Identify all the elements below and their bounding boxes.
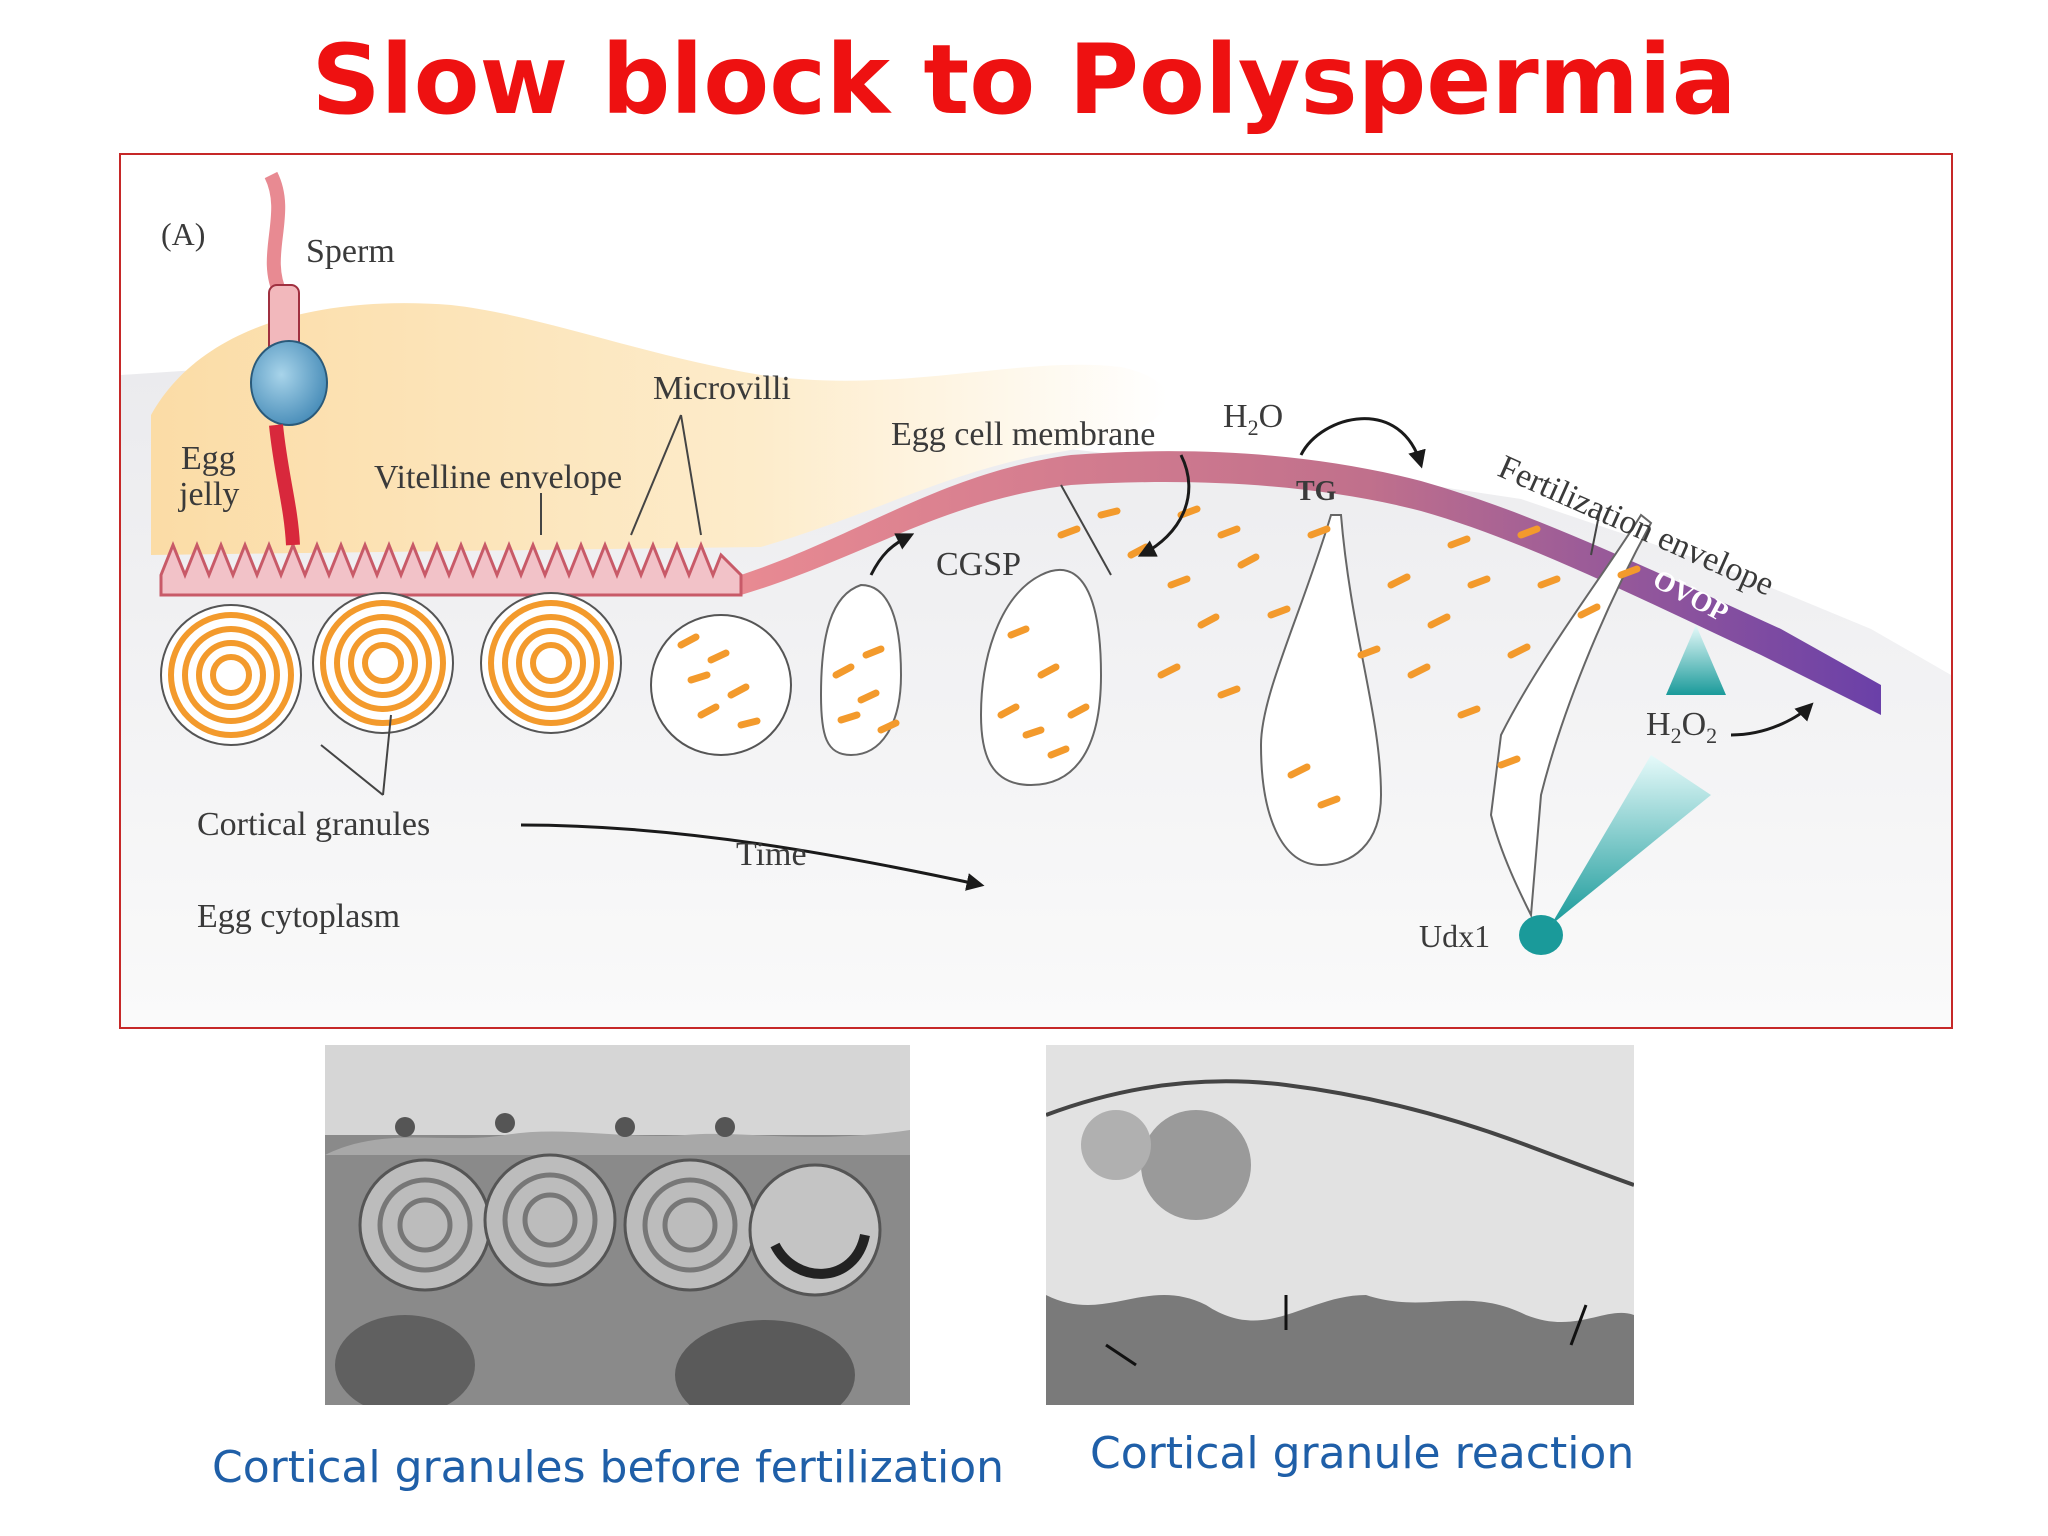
h2o2-production-cone xyxy=(1551,755,1711,925)
h2o2-label: H2O2 xyxy=(1646,706,1717,748)
time-label: Time xyxy=(736,836,807,873)
cortical-reaction-diagram: (A) Sperm Egg jelly Vitelline envelope M… xyxy=(119,153,1953,1029)
micrograph-cortical-granule-reaction xyxy=(1046,1045,1634,1405)
cgsp-arrow xyxy=(869,533,915,576)
caption-before-fertilization: Cortical granules before fertilization xyxy=(212,1442,1005,1493)
sperm-cell xyxy=(250,171,328,546)
slide-title: Slow block to Polyspermia xyxy=(311,24,1737,136)
fertilization-envelope xyxy=(741,451,1881,715)
leader-lines xyxy=(320,414,1602,796)
granule-contents xyxy=(677,505,1641,809)
micrograph-left-svg xyxy=(325,1045,910,1405)
micrograph-cortical-granules-before xyxy=(325,1045,910,1405)
vitelline-envelope-label: Vitelline envelope xyxy=(374,459,622,496)
tg-crosslink-arrow xyxy=(1299,417,1426,469)
cortical-granules-label: Cortical granules xyxy=(197,806,430,843)
sperm-label: Sperm xyxy=(306,233,395,270)
udx1-enzyme xyxy=(1519,915,1563,955)
egg-jelly xyxy=(151,303,1168,555)
h2o2-upward-cone xyxy=(1666,625,1726,695)
diagram-svg: (A) Sperm Egg jelly Vitelline envelope M… xyxy=(121,155,1951,1027)
micrograph-right-svg xyxy=(1046,1045,1634,1405)
egg-jelly-label-2: jelly xyxy=(178,476,239,513)
exocytosing-granules xyxy=(819,513,1653,919)
microvilli-row xyxy=(159,540,743,597)
panel-label: (A) xyxy=(161,216,205,252)
egg-cell-membrane-label: Egg cell membrane xyxy=(891,416,1155,453)
microvilli-label: Microvilli xyxy=(653,370,791,407)
udx1-label: Udx1 xyxy=(1419,918,1490,954)
tg-label: TG xyxy=(1296,476,1337,507)
caption-cortical-granule-reaction: Cortical granule reaction xyxy=(1090,1428,1635,1479)
egg-jelly-label-1: Egg xyxy=(181,440,236,477)
h2o2-arrow xyxy=(1730,702,1814,737)
cortical-granules-intact xyxy=(160,592,792,756)
egg-cytoplasm-label: Egg cytoplasm xyxy=(197,898,400,935)
cgsp-label: CGSP xyxy=(936,546,1021,583)
time-arrow xyxy=(520,823,985,891)
h2o-influx-arrow xyxy=(1137,454,1191,557)
h2o-label: H2O xyxy=(1223,398,1283,440)
